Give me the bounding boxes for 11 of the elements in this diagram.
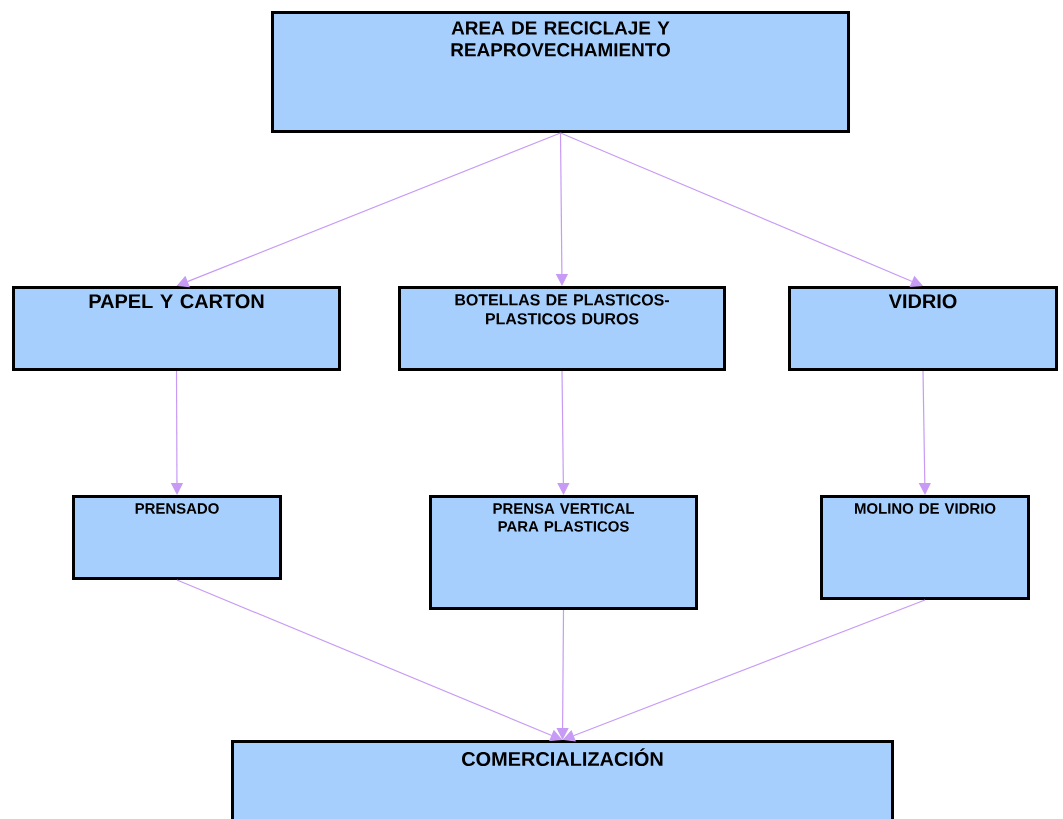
process-box: MOLINO DE VIDRIO — [820, 495, 1030, 600]
arrow — [559, 132, 923, 287]
process-box: AREA DE RECICLAJE Y REAPROVECHAMIENTO — [271, 11, 850, 133]
arrow — [556, 609, 569, 740]
process-box: COMERCIALIZACIÓN — [231, 740, 894, 819]
arrow — [557, 370, 570, 495]
process-box: BOTELLAS DE PLASTICOS- PLASTICOS DUROS — [398, 286, 726, 371]
process-box: PAPEL Y CARTON — [12, 286, 341, 371]
process-box: PRENSA VERTICAL PARA PLASTICOS — [429, 495, 698, 610]
process-box: PRENSADO — [72, 495, 282, 580]
process-box: VIDRIO — [788, 286, 1058, 371]
